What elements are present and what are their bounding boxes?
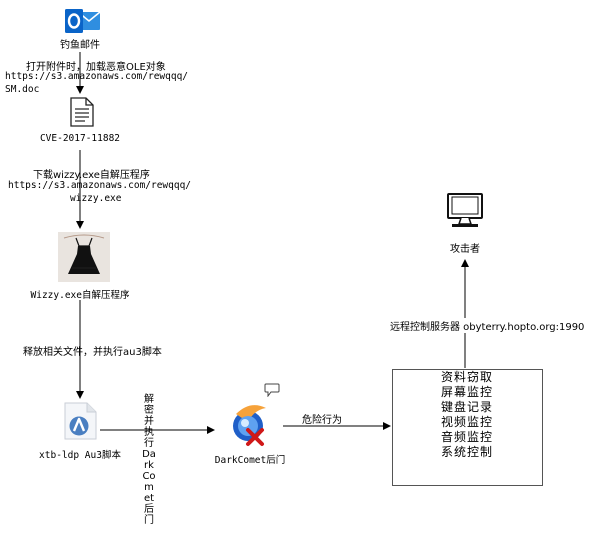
edge-email-doc-line1: 打开附件时，加载恶意OLE对象 <box>26 62 166 73</box>
computer-monitor-icon <box>447 193 483 227</box>
behavior-item: 系统控制 <box>441 445 494 459</box>
document-icon <box>70 97 94 127</box>
behavior-item: 音频监控 <box>441 430 494 444</box>
behaviors-list: 资料窃取 屏幕监控 键盘记录 视频监控 音频监控 系统控制 <box>441 370 493 460</box>
speech-bubble-icon <box>264 383 280 397</box>
malicious-behaviors-box: 资料窃取 屏幕监控 键盘记录 视频监控 音频监控 系统控制 <box>392 369 543 486</box>
node-wizzy-label: Wizzy.exe自解压程序 <box>30 290 130 301</box>
edge-box-attacker-label: 远程控制服务器 obyterry.hopto.org:1990 <box>390 318 585 333</box>
autoit-script-icon <box>64 402 97 440</box>
edge-doc-sfx-line2: https://s3.amazonaws.com/rewqqq/ <box>8 180 192 191</box>
behavior-item: 资料窃取 <box>441 370 494 384</box>
edge-email-doc-line2: https://s3.amazonaws.com/rewqqq/ <box>5 71 189 82</box>
behavior-item: 键盘记录 <box>441 400 494 414</box>
node-darkcomet-label: DarkComet后门 <box>214 455 286 466</box>
darkcomet-backdoor-icon <box>233 405 266 446</box>
outlook-mail-icon <box>65 9 101 33</box>
node-attacker-label: 攻击者 <box>450 244 480 255</box>
behavior-item: 屏幕监控 <box>441 385 494 399</box>
edge-doc-sfx-line1: 下载wizzy.exe自解压程序 <box>33 170 150 181</box>
edge-doc-sfx-line3: wizzy.exe <box>70 193 122 204</box>
edge-darkcomet-box-label: 危险行为 <box>302 415 342 426</box>
node-phishing-email-label: 钓鱼邮件 <box>60 40 100 51</box>
dress-image-icon <box>58 232 110 282</box>
edge-email-doc-line3: SM.doc <box>5 84 40 95</box>
node-cve-doc-label: CVE-2017-11882 <box>39 133 121 144</box>
edge-sfx-au3-label: 释放相关文件，并执行au3脚本 <box>23 347 162 358</box>
behavior-item: 视频监控 <box>441 415 494 429</box>
node-au3-label: xtb-ldp Au3脚本 <box>39 450 121 461</box>
edge-au3-darkcomet-label: 解密并执行DarkComet后门 <box>142 394 156 526</box>
